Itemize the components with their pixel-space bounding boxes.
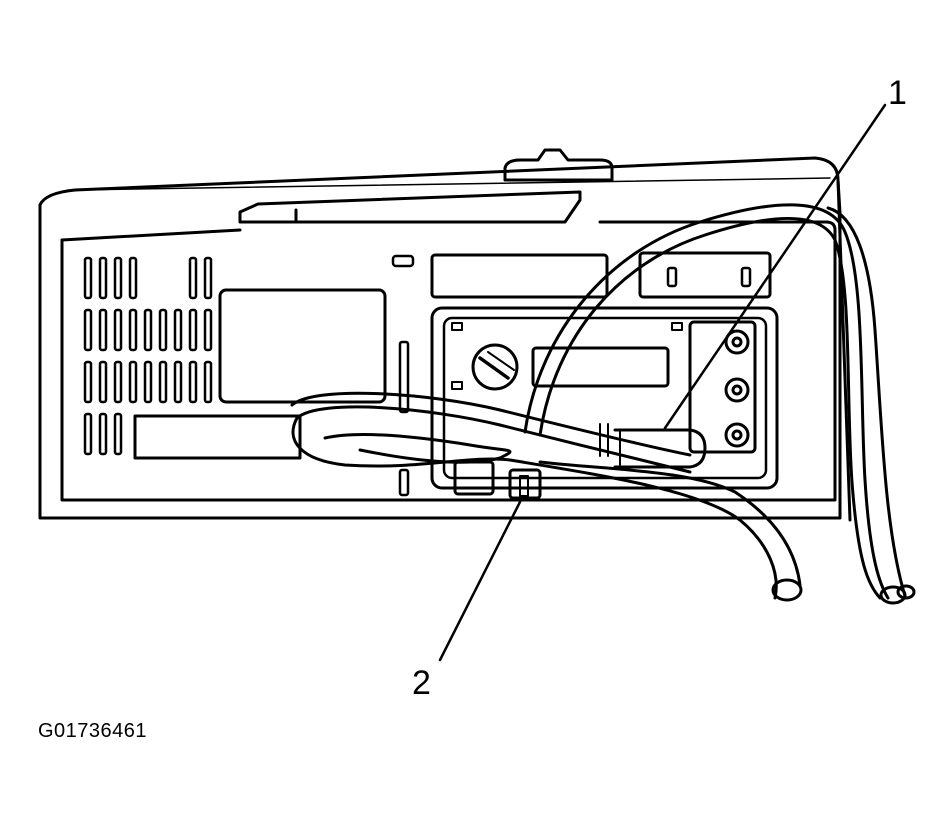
harness-cable	[290, 391, 803, 602]
vent-slots	[83, 256, 213, 456]
connector-openings	[430, 251, 772, 299]
callout-number-2: 2	[412, 664, 431, 702]
mounting-tab	[238, 148, 614, 224]
antenna-plug	[613, 428, 707, 469]
leader-lines	[438, 103, 887, 662]
housing-top	[38, 156, 842, 215]
housing-front-face	[38, 178, 852, 522]
figure-id-label: G01736461	[38, 720, 148, 742]
label-plate	[133, 288, 387, 460]
antenna-cable	[523, 203, 916, 605]
small-slots	[391, 254, 415, 497]
callout-number-1: 1	[888, 74, 907, 112]
